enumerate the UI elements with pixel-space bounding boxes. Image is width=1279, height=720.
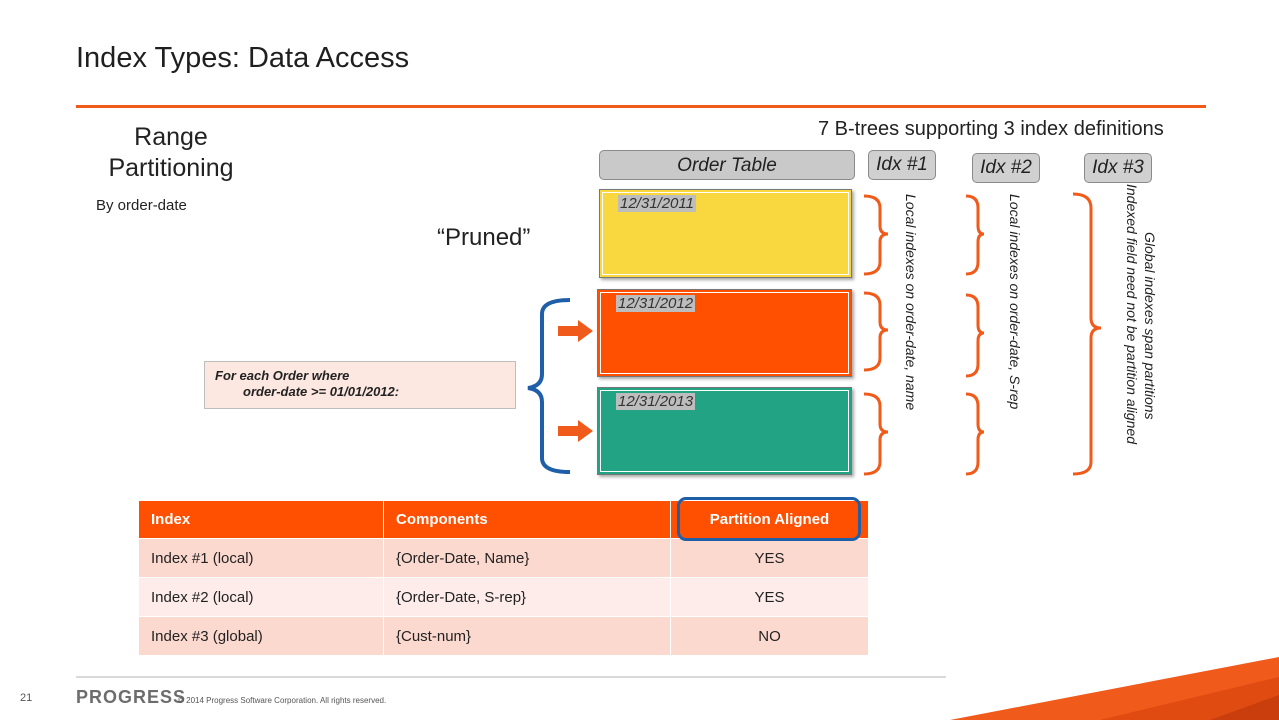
cell-index: Index #2 (local) — [139, 577, 384, 617]
partition-2012: 12/31/2012 — [597, 289, 852, 377]
arrow-icon — [558, 320, 593, 342]
partition-date-label: 12/31/2012 — [616, 295, 696, 312]
col-header-components: Components — [383, 501, 671, 539]
partition-2011: 12/31/2011 — [599, 189, 852, 278]
partition-date-label: 12/31/2013 — [616, 393, 696, 410]
idx2-header: Idx #2 — [972, 153, 1040, 183]
cell-aligned: NO — [670, 616, 869, 655]
index-table: Index Components Partition Aligned Index… — [139, 501, 869, 655]
page-number: 21 — [20, 692, 33, 704]
idx3-header: Idx #3 — [1084, 153, 1152, 183]
partition-aligned-highlight — [677, 497, 861, 541]
copyright-text: © 2014 Progress Software Corporation. Al… — [178, 696, 387, 705]
idx2-note: Local indexes on order-date, S-rep — [1007, 194, 1023, 410]
idx1-brackets — [863, 194, 889, 476]
query-line-2: order-date >= 01/01/2012: — [243, 384, 400, 399]
cell-index: Index #3 (global) — [139, 616, 384, 655]
query-line-1: For each Order where — [215, 368, 350, 383]
page-title: Index Types: Data Access — [76, 42, 410, 74]
corner-decoration — [950, 657, 1279, 720]
col-header-partition-aligned: Partition Aligned — [670, 501, 869, 539]
table-row: Index #2 (local) {Order-Date, S-rep} YES — [139, 577, 869, 617]
query-box: For each Order where order-date >= 01/01… — [204, 361, 516, 409]
cell-components: {Order-Date, S-rep} — [383, 577, 671, 617]
idx3-bracket — [1072, 192, 1102, 476]
table-header-row: Index Components Partition Aligned — [139, 501, 869, 539]
col-header-index: Index — [139, 501, 384, 539]
idx3-note-line2: Indexed field need not be partition alig… — [1124, 184, 1140, 444]
idx1-note: Local indexes on order-date, name — [903, 194, 919, 411]
cell-components: {Order-Date, Name} — [383, 538, 671, 578]
idx2-brackets — [965, 194, 985, 476]
pruned-label: “Pruned” — [437, 224, 531, 251]
btrees-caption: 7 B-trees supporting 3 index definitions — [818, 118, 1164, 140]
partition-2013: 12/31/2013 — [597, 387, 852, 475]
arrow-icon — [558, 420, 593, 442]
cell-components: {Cust-num} — [383, 616, 671, 655]
idx3-notes: Global indexes span partitions Indexed f… — [1112, 184, 1158, 534]
table-row: Index #1 (local) {Order-Date, Name} YES — [139, 538, 869, 578]
cell-aligned: YES — [670, 538, 869, 578]
table-row: Index #3 (global) {Cust-num} NO — [139, 616, 869, 655]
title-underline — [76, 105, 1206, 108]
cell-index: Index #1 (local) — [139, 538, 384, 578]
partition-date-label: 12/31/2011 — [618, 195, 696, 212]
order-table-header: Order Table — [599, 150, 855, 180]
range-partitioning-heading: Range Partitioning — [108, 123, 234, 182]
footer-divider — [76, 676, 946, 678]
idx3-note-line1: Global indexes span partitions — [1142, 232, 1158, 420]
idx1-header: Idx #1 — [868, 150, 936, 180]
query-scope-bracket — [527, 298, 571, 474]
partition-key-label: By order-date — [96, 197, 187, 214]
cell-aligned: YES — [670, 577, 869, 617]
progress-logo: PROGRESS — [76, 687, 187, 707]
